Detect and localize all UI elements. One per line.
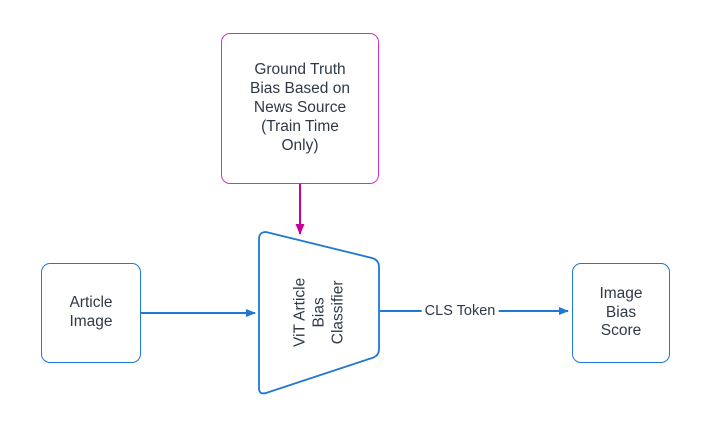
node-image-bias-score[interactable]: Image Bias Score [572, 263, 670, 363]
node-ground-truth[interactable]: Ground Truth Bias Based on News Source (… [221, 33, 379, 184]
node-classifier[interactable]: ViT Article Bias Classifier [250, 225, 390, 400]
node-ground-truth-label: Ground Truth Bias Based on News Source (… [250, 61, 350, 154]
node-article-image-label: Article Image [69, 294, 113, 330]
node-article-image[interactable]: Article Image [41, 263, 141, 363]
node-image-bias-score-label: Image Bias Score [599, 284, 643, 340]
edge-label-cls-token: CLS Token [421, 303, 499, 319]
classifier-trapezoid-shape [258, 231, 380, 395]
